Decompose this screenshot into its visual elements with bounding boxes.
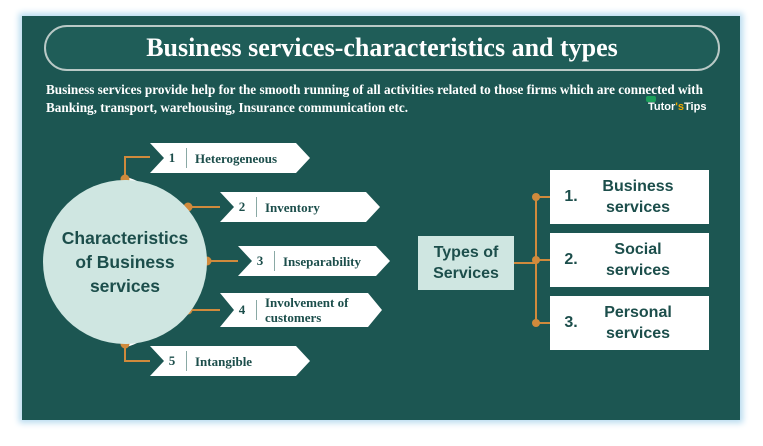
characteristic-label: Heterogeneous [195, 150, 278, 166]
type-number: 3. [564, 314, 578, 331]
type-label: Business services [602, 178, 674, 216]
separator [274, 251, 275, 271]
logo: Tutor'sTips [648, 101, 706, 113]
characteristic-label: Involvement of customers [265, 295, 349, 325]
type-2: 2. Social services [550, 233, 709, 287]
characteristic-number: 2 [238, 199, 246, 214]
characteristic-number: 1 [168, 150, 176, 165]
separator [256, 300, 257, 320]
separator [186, 351, 187, 371]
connector-1 [124, 156, 150, 178]
type-1: 1. Business services [550, 170, 709, 224]
characteristic-1: 1 Heterogeneous [150, 143, 310, 173]
graduation-cap-icon [646, 96, 656, 102]
characteristic-number: 4 [238, 302, 246, 317]
characteristic-label: Inventory [265, 199, 320, 215]
type-number: 1. [564, 188, 578, 205]
logo-part-3: Tips [684, 101, 707, 113]
characteristic-3: 3 Inseparability [238, 246, 390, 276]
characteristic-2: 2 Inventory [220, 192, 380, 222]
type-3: 3. Personal services [550, 296, 709, 350]
type-label: Personal services [604, 304, 672, 342]
types-of-services-box: Types of Services [418, 236, 514, 290]
type-label: Social services [605, 241, 671, 279]
separator [256, 197, 257, 217]
characteristic-label: Inseparability [283, 253, 362, 269]
characteristic-label: Intangible [195, 353, 253, 369]
type-number: 2. [564, 251, 578, 268]
connector-5 [124, 346, 150, 362]
page-title-text: Business services-characteristics and ty… [146, 33, 618, 62]
page-title: Business services-characteristics and ty… [44, 25, 720, 71]
characteristic-number: 5 [168, 353, 176, 368]
logo-part-1: Tutor [648, 101, 676, 113]
characteristic-5: 5 Intangible [150, 346, 310, 376]
center-label: Characteristics of Business services [61, 228, 189, 296]
separator [186, 148, 187, 168]
types-label: Types of Services [433, 244, 499, 282]
types-dot-3 [532, 319, 540, 327]
logo-part-2: 's [675, 101, 685, 113]
center-circle: Characteristics of Business services [43, 180, 207, 344]
characteristic-number: 3 [256, 253, 264, 268]
characteristic-4: 4 Involvement of customers [220, 293, 382, 327]
intro-text: Business services provide help for the s… [46, 82, 703, 115]
types-dot-2 [532, 256, 540, 264]
types-dot-1 [532, 193, 540, 201]
